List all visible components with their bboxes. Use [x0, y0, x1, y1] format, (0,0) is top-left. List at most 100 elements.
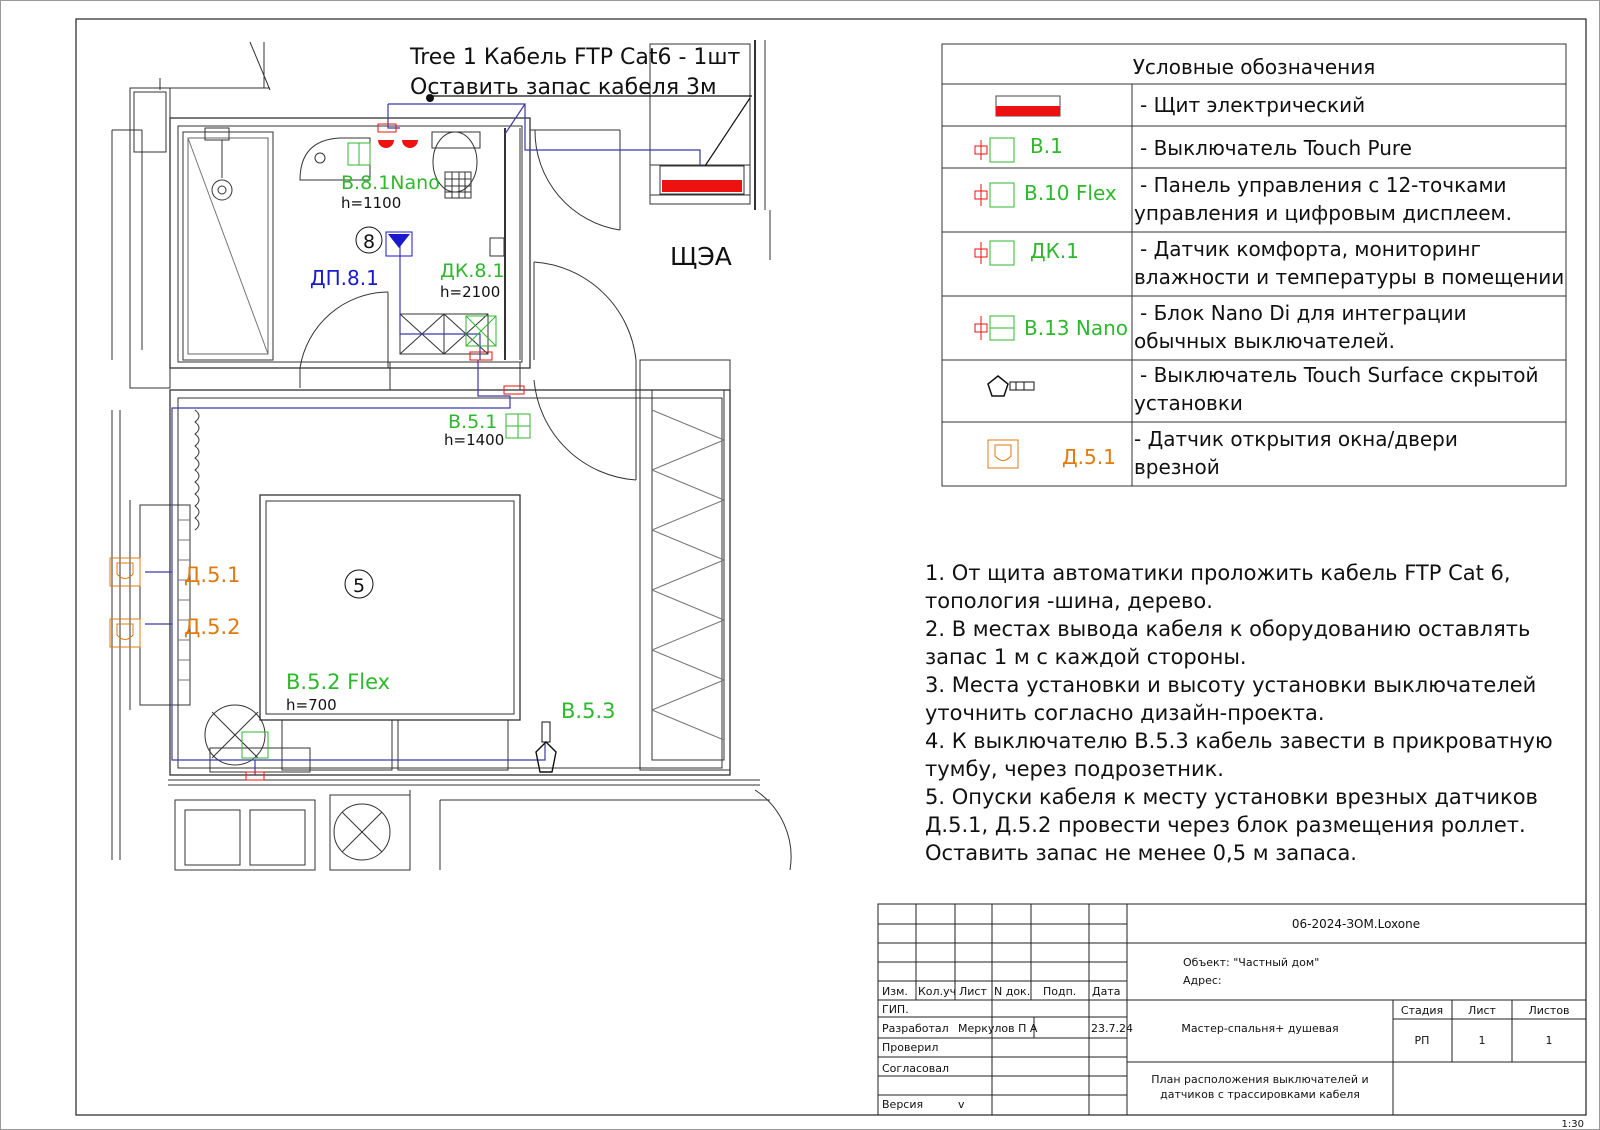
legend-panel-flex-icon [974, 182, 1015, 208]
note-line: уточнить согласно дизайн-проекта. [925, 701, 1325, 725]
legend-desc-sensor-1: - Датчик открытия окна/двери [1134, 427, 1458, 451]
legend-desc-touch-2: установки [1134, 391, 1243, 415]
note-line: Оставить запас не менее 0,5 м запаса. [925, 841, 1357, 865]
room-8-number: 8 [363, 231, 375, 253]
tb-header-izm: Изм. [882, 985, 908, 998]
label-d51: Д.5.1 [184, 563, 240, 587]
label-dp81: ДП.8.1 [310, 266, 379, 290]
tb-header-ndoc: N док. [994, 985, 1030, 998]
notes: 1. От щита автоматики проложить кабель F… [925, 561, 1553, 865]
tb-object: Объект: "Частный дом" [1183, 956, 1319, 969]
legend-code-v1: В.1 [1030, 134, 1063, 158]
label-dk81: ДК.8.1 [440, 260, 505, 282]
device-v51 [503, 385, 531, 439]
tb-role-gip: ГИП. [882, 1003, 909, 1016]
legend-code-v10: В.10 Flex [1024, 181, 1117, 205]
tb-stage-value: РП [1415, 1034, 1430, 1047]
legend-desc-v1: - Выключатель Touch Pure [1140, 136, 1412, 160]
tb-stage-label: Стадия [1401, 1004, 1443, 1017]
tb-date-dev: 23.7.24 [1091, 1022, 1133, 1035]
note-line: запас 1 м с каждой стороны. [925, 645, 1247, 669]
legend-comfort-sensor-icon [974, 240, 1015, 266]
tb-sheet-label: Лист [1468, 1004, 1496, 1017]
legend-desc-sensor-2: врезной [1134, 455, 1220, 479]
legend-nano-icon [974, 315, 1015, 341]
drawing-frame [75, 18, 1587, 1116]
device-v81 [347, 123, 472, 199]
leader-line [704, 97, 751, 167]
label-dk81-height: h=2100 [440, 283, 500, 301]
note-line: 4. К выключателю В.5.3 кабель завести в … [925, 729, 1553, 753]
legend-desc-touch-1: - Выключатель Touch Surface скрытой [1140, 363, 1539, 387]
legend-title: Условные обозначения [1133, 55, 1376, 79]
tb-header-kol: Кол.уч [918, 985, 956, 998]
device-v52 [241, 731, 269, 781]
legend [941, 43, 1567, 487]
legend-panel-icon [995, 95, 1061, 117]
cable-routes [145, 103, 701, 775]
room-8-marker [355, 226, 383, 254]
legend-door-sensor-icon [987, 439, 1019, 469]
scale-label: 1:30 [1562, 1119, 1584, 1130]
note-line: топология -шина, дерево. [925, 589, 1213, 613]
legend-touch-surface-icon [987, 375, 1035, 397]
tb-header-list: Лист [959, 985, 987, 998]
top-note-line1: Tree 1 Кабель FTP Cat6 - 1шт [409, 45, 741, 70]
tb-sheet-value: 1 [1479, 1034, 1486, 1047]
room-shea-label: ЩЭА [670, 242, 732, 271]
tb-role-check: Проверил [882, 1041, 938, 1054]
tb-name-dev: Меркулов П А [958, 1022, 1038, 1035]
note-line: 3. Места установки и высоту установки вы… [925, 673, 1536, 697]
label-v81-height: h=1100 [341, 194, 401, 212]
electrical-panel-symbol [659, 165, 745, 195]
label-v52: В.5.2 Flex [286, 670, 390, 694]
legend-desc-v13-2: обычных выключателей. [1134, 329, 1395, 353]
device-d51 [109, 557, 141, 587]
tb-version-value: v [958, 1098, 965, 1111]
tb-room-title: Мастер-спальня+ душевая [1181, 1022, 1338, 1035]
tb-role-version: Версия [882, 1098, 923, 1111]
tb-header-date: Дата [1092, 985, 1120, 998]
legend-desc-v10-2: управления и цифровым дисплеем. [1134, 201, 1512, 225]
tb-role-approve: Согласовал [882, 1062, 949, 1075]
device-dk81 [465, 315, 497, 361]
legend-code-d51: Д.5.1 [1062, 445, 1116, 469]
tb-header-podp: Подп. [1043, 985, 1076, 998]
label-v53: В.5.3 [561, 699, 615, 723]
floor-plan [111, 40, 792, 871]
tb-drawing-title-1: План расположения выключателей и [1151, 1073, 1368, 1086]
label-v81: В.8.1Nano [341, 172, 440, 194]
legend-desc-dk1-2: влажности и температуры в помещении [1134, 265, 1564, 289]
title-block [877, 903, 1587, 1116]
legend-code-dk1: ДК.1 [1030, 239, 1079, 263]
device-v53 [535, 721, 557, 773]
note-line: 1. От щита автоматики проложить кабель F… [925, 561, 1511, 585]
label-v52-height: h=700 [286, 696, 337, 714]
room-5-number: 5 [353, 575, 365, 597]
room-5-marker [344, 569, 374, 599]
note-line: тумбу, через подрозетник. [925, 757, 1224, 781]
top-note-line2: Оставить запас кабеля 3м [410, 75, 717, 100]
tb-drawing-code: 06-2024-ЗОМ.Loxone [1292, 917, 1420, 931]
label-v51-height: h=1400 [444, 431, 504, 449]
label-v51: В.5.1 [448, 411, 497, 433]
legend-desc-panel: - Щит электрический [1140, 93, 1365, 117]
leader-dot [426, 94, 434, 102]
legend-desc-dk1-1: - Датчик комфорта, мониторинг [1140, 237, 1481, 261]
note-line: 2. В местах вывода кабеля к оборудованию… [925, 617, 1530, 641]
note-line: Д.5.1, Д.5.2 провести через блок размеще… [925, 813, 1526, 837]
tb-drawing-title-2: датчиков с трассировками кабеля [1160, 1088, 1360, 1101]
legend-desc-v13-1: - Блок Nano Di для интеграции [1140, 301, 1467, 325]
legend-desc-v10-1: - Панель управления с 12-точками [1140, 173, 1507, 197]
note-line: 5. Опуски кабеля к месту установки врезн… [925, 785, 1538, 809]
tb-sheets-value: 1 [1546, 1034, 1553, 1047]
device-dp81 [385, 231, 413, 257]
legend-code-v13: В.13 Nano [1024, 316, 1128, 340]
tb-role-dev: Разработал [882, 1022, 949, 1035]
device-d52 [109, 618, 141, 648]
legend-switch-icon [974, 137, 1015, 163]
label-d52: Д.5.2 [184, 615, 240, 639]
tb-sheets-label: Листов [1528, 1004, 1569, 1017]
tb-address: Адрес: [1183, 974, 1222, 987]
